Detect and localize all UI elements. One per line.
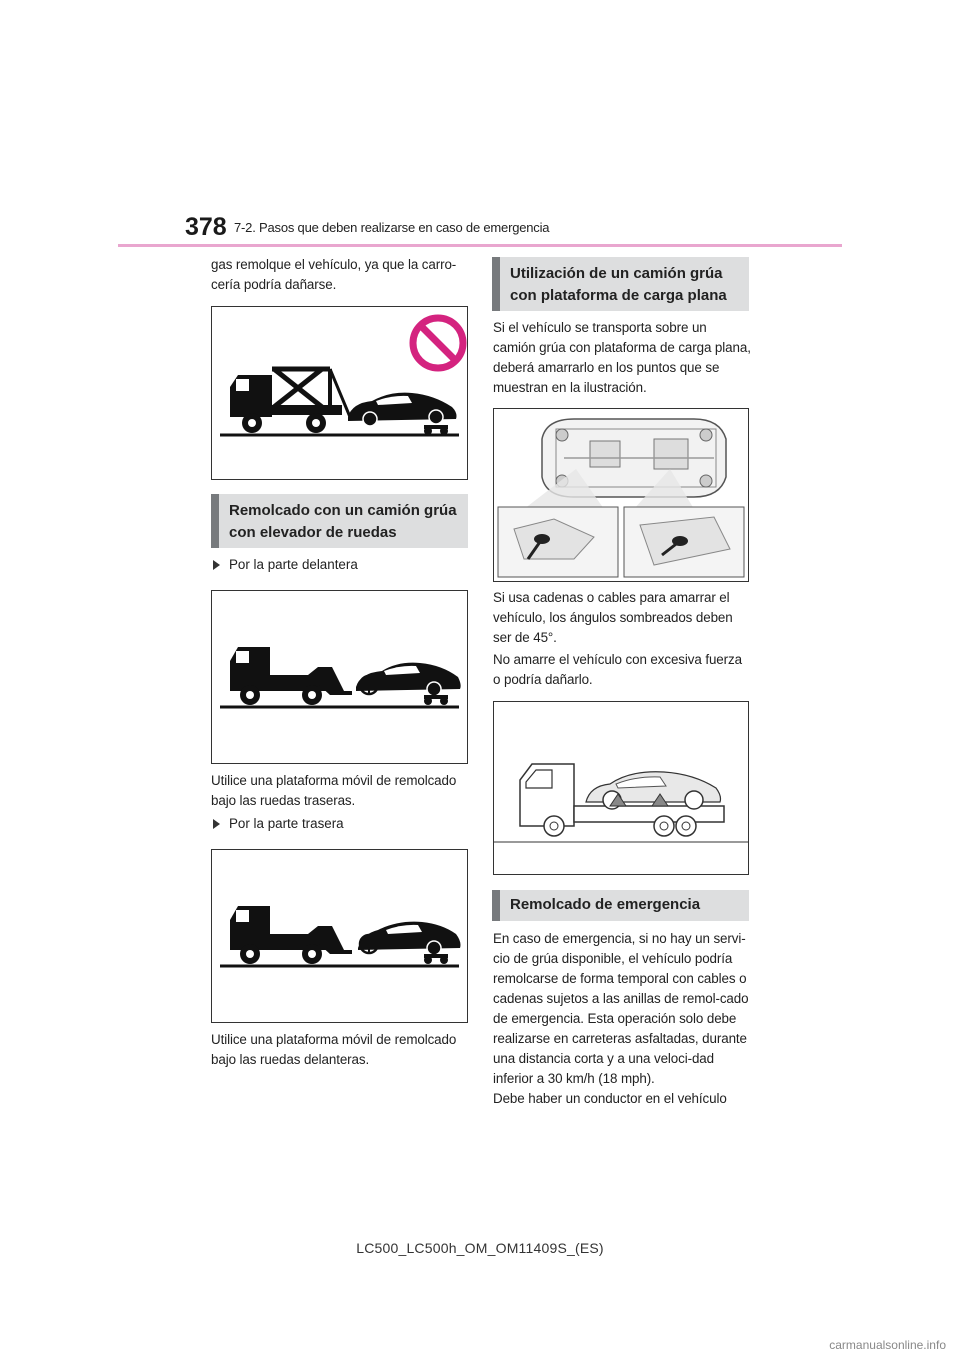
document-code: LC500_LC500h_OM_OM11409S_(ES) [356, 1240, 604, 1256]
force-text: No amarre el vehículo con excesiva fuerz… [493, 652, 742, 687]
rear-tow-paragraph: Utilice una plataforma móvil de remolcad… [211, 1030, 469, 1070]
heading-flatbed-text: Utilización de un camión grúa con plataf… [510, 265, 727, 304]
figure-rear-tow [211, 849, 468, 1023]
flatbed-paragraph: Si el vehículo se transporta sobre un ca… [493, 318, 751, 398]
bullet-front-text: Por la parte delantera [229, 557, 358, 572]
watermark-link[interactable]: carmanualsonline.info [829, 1338, 946, 1352]
emergency-text: En caso de emergencia, si no hay un serv… [493, 931, 749, 1086]
chains-paragraph: Si usa cadenas o cables para amarrar el … [493, 588, 751, 648]
heading-flatbed: Utilización de un camión grúa con plataf… [492, 257, 749, 311]
force-paragraph: No amarre el vehículo con excesiva fuerz… [493, 650, 751, 690]
front-tow-paragraph: Utilice una plataforma móvil de remolcad… [211, 771, 469, 811]
intro-paragraph: gas remolque el vehículo, ya que la carr… [211, 255, 467, 295]
figure-sling-tow-prohibited [211, 306, 468, 480]
figure-tie-down-points [493, 408, 749, 582]
chains-text: Si usa cadenas o cables para amarrar el … [493, 590, 733, 645]
heading-emergency: Remolcado de emergencia [492, 890, 749, 921]
bullet-front: Por la parte delantera [213, 557, 358, 572]
front-tow-text: Utilice una plataforma móvil de remolcad… [211, 773, 457, 808]
page-number: 378 [185, 213, 227, 241]
rear-tow-text: Utilice una plataforma móvil de remolcad… [211, 1032, 457, 1067]
bullet-triangle-icon [213, 819, 220, 830]
header-divider [118, 244, 842, 247]
heading-wheel-lift-text: Remolcado con un camión grúa con elevado… [229, 502, 457, 541]
driver-text: Debe haber un conductor en el vehículo [493, 1091, 727, 1106]
figure-front-tow [211, 590, 468, 764]
section-title: 7-2. Pasos que deben realizarse en caso … [234, 220, 550, 235]
prohibition-icon [409, 314, 467, 372]
heading-emergency-text: Remolcado de emergencia [510, 896, 701, 913]
emergency-paragraph: En caso de emergencia, si no hay un serv… [493, 929, 751, 1109]
bullet-rear-text: Por la parte trasera [229, 816, 344, 831]
flatbed-text: Si el vehículo se transporta sobre un ca… [493, 320, 751, 395]
heading-wheel-lift: Remolcado con un camión grúa con elevado… [211, 494, 468, 548]
figure-flatbed-truck [493, 701, 749, 875]
intro-text: gas remolque el vehículo, ya que la carr… [211, 257, 457, 292]
bullet-rear: Por la parte trasera [213, 816, 344, 831]
bullet-triangle-icon [213, 560, 220, 571]
